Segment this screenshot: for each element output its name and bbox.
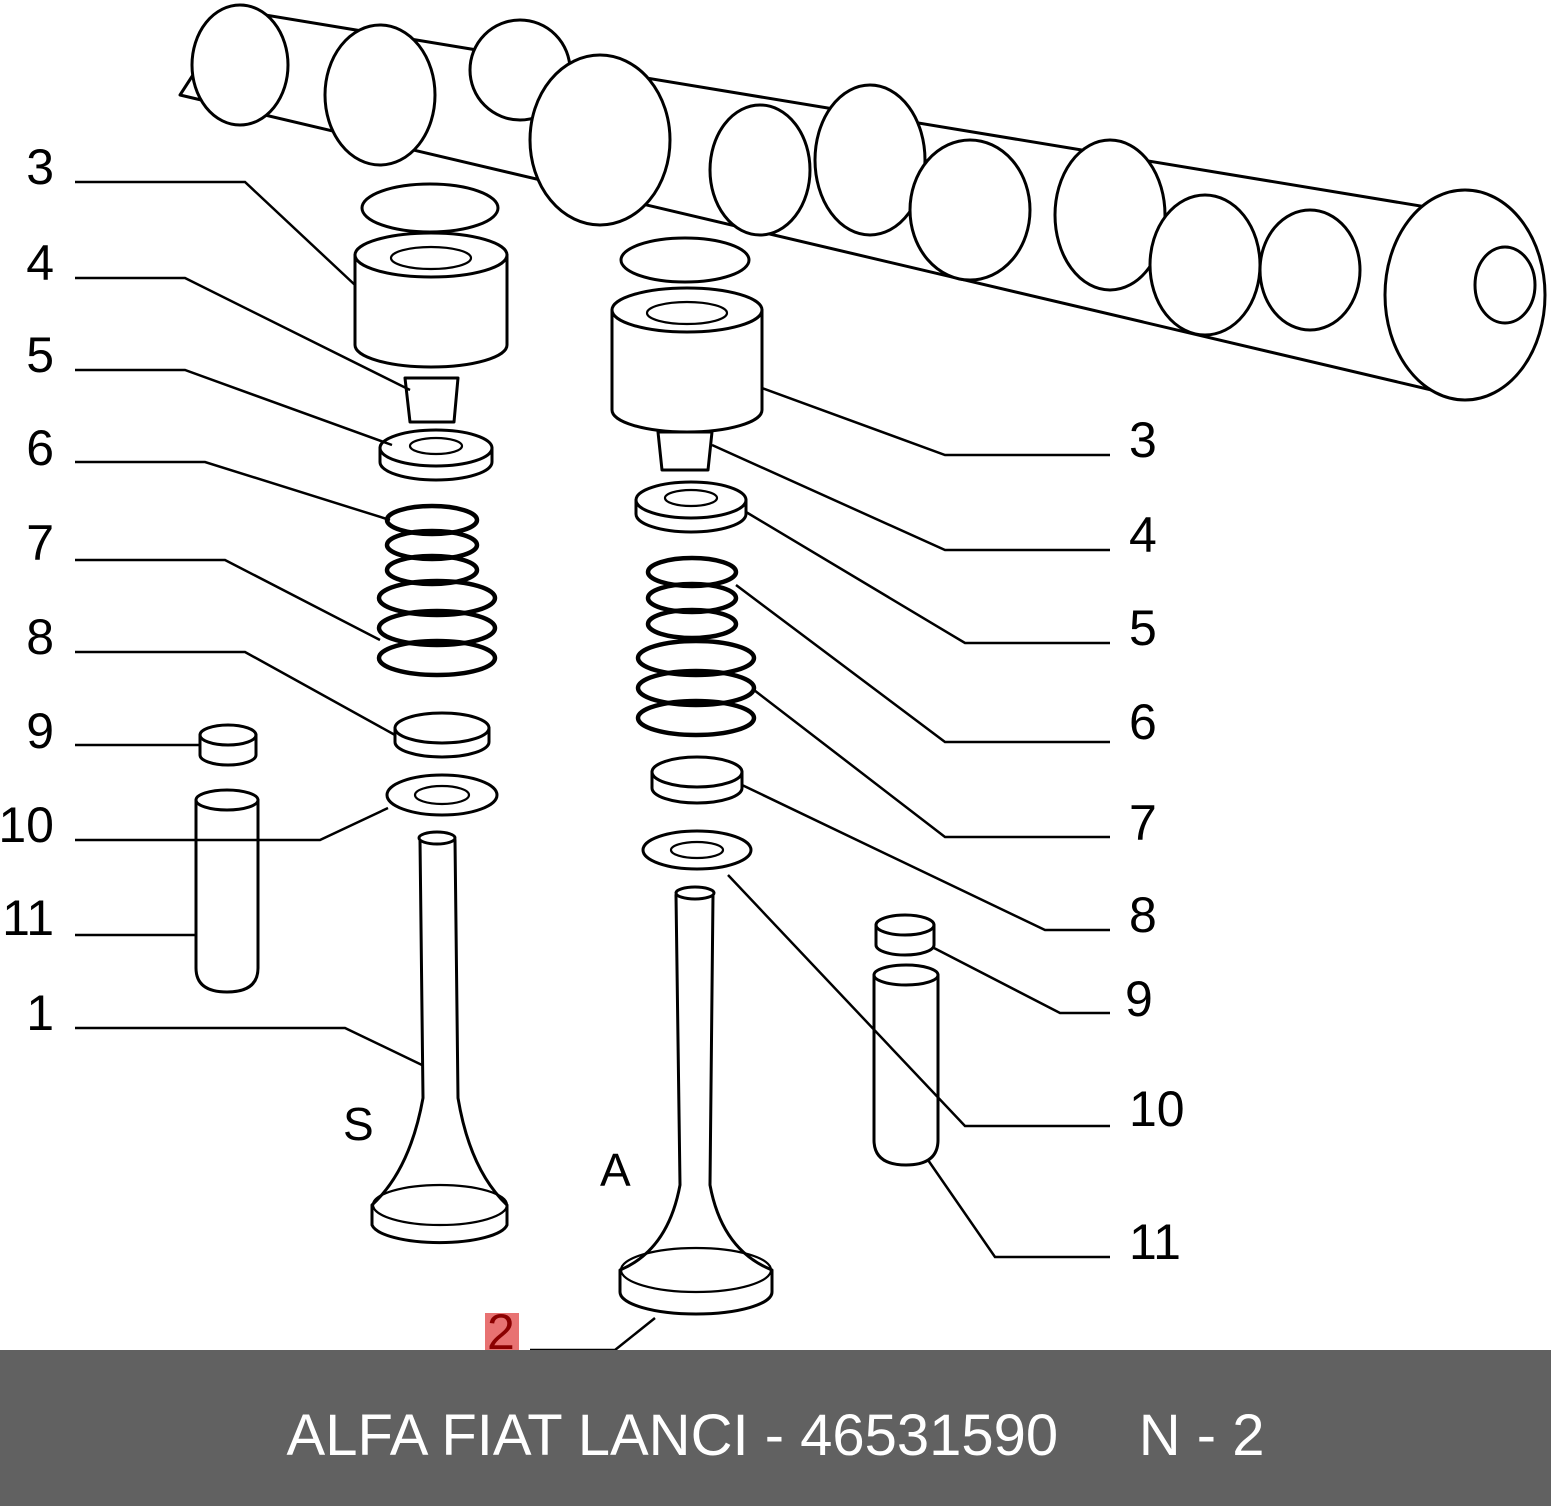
callout-right-3: 3 bbox=[1129, 412, 1157, 468]
washer-right bbox=[641, 829, 753, 871]
callout-left-4: 4 bbox=[26, 235, 54, 291]
highlight-box bbox=[485, 1313, 519, 1350]
valve-stem-a bbox=[618, 893, 774, 1316]
view-label-a: A bbox=[600, 1144, 631, 1196]
shim-left bbox=[360, 182, 500, 234]
highlighted-callout-2: 2 bbox=[485, 1304, 519, 1350]
callout-2: 2 bbox=[487, 1304, 515, 1350]
callout-left-6: 6 bbox=[26, 420, 54, 476]
callout-left-10: 10 bbox=[0, 797, 54, 853]
tappet-left bbox=[353, 253, 509, 369]
callout-right-4: 4 bbox=[1129, 507, 1157, 563]
callout-left-5: 5 bbox=[26, 327, 54, 383]
separator-text: - bbox=[748, 1403, 801, 1468]
callout-left-8: 8 bbox=[26, 609, 54, 665]
callout-left-7: 7 bbox=[26, 515, 54, 571]
leader-lines-right bbox=[530, 386, 1110, 1350]
valve-train-exploded-diagram: 3 4 5 6 7 8 9 10 11 1 3 4 5 6 7 8 9 10 1… bbox=[0, 3, 1547, 1350]
callout-left-9: 9 bbox=[26, 703, 54, 759]
callout-right-7: 7 bbox=[1129, 795, 1157, 851]
intake-valve-assembly bbox=[610, 236, 774, 1316]
outer-spring-right bbox=[635, 638, 757, 738]
leader-lines-left bbox=[75, 180, 423, 1067]
footer-caption: ALFA FIAT LANCI - 46531590 N - 2 bbox=[0, 1350, 1551, 1506]
callout-left-3: 3 bbox=[26, 139, 54, 195]
brand-text: ALFA FIAT LANCI bbox=[286, 1403, 749, 1468]
inner-spring-left bbox=[384, 503, 480, 587]
callout-right-9: 9 bbox=[1125, 971, 1153, 1027]
callout-right-6: 6 bbox=[1129, 694, 1157, 750]
callouts-right: 3 4 5 6 7 8 9 10 11 bbox=[1125, 412, 1185, 1270]
callout-right-8: 8 bbox=[1129, 887, 1157, 943]
shim-right bbox=[619, 236, 751, 284]
valve-stem-s bbox=[370, 838, 509, 1245]
callout-left-11: 11 bbox=[2, 890, 54, 946]
part-number: 46531590 bbox=[800, 1403, 1059, 1468]
exhaust-valve-assembly bbox=[353, 182, 509, 1245]
guide-left bbox=[194, 723, 260, 994]
footer-bar: ALFA FIAT LANCI - 46531590 N - 2 bbox=[0, 1350, 1551, 1506]
keeper-left bbox=[403, 376, 460, 424]
washer-left bbox=[385, 773, 499, 817]
callout-right-10: 10 bbox=[1129, 1081, 1185, 1137]
inner-spring-right bbox=[645, 555, 739, 641]
view-label-s: S bbox=[343, 1098, 374, 1150]
callout-right-5: 5 bbox=[1129, 600, 1157, 656]
outer-spring-left bbox=[376, 578, 498, 678]
callout-right-11: 11 bbox=[1129, 1214, 1181, 1270]
callout-left-1: 1 bbox=[26, 985, 54, 1041]
position-label: N - 2 bbox=[1138, 1403, 1265, 1468]
callouts-left: 3 4 5 6 7 8 9 10 11 1 bbox=[0, 139, 54, 1041]
guide-right bbox=[872, 913, 940, 1167]
keeper-right bbox=[656, 430, 714, 472]
camshaft bbox=[178, 3, 1547, 402]
